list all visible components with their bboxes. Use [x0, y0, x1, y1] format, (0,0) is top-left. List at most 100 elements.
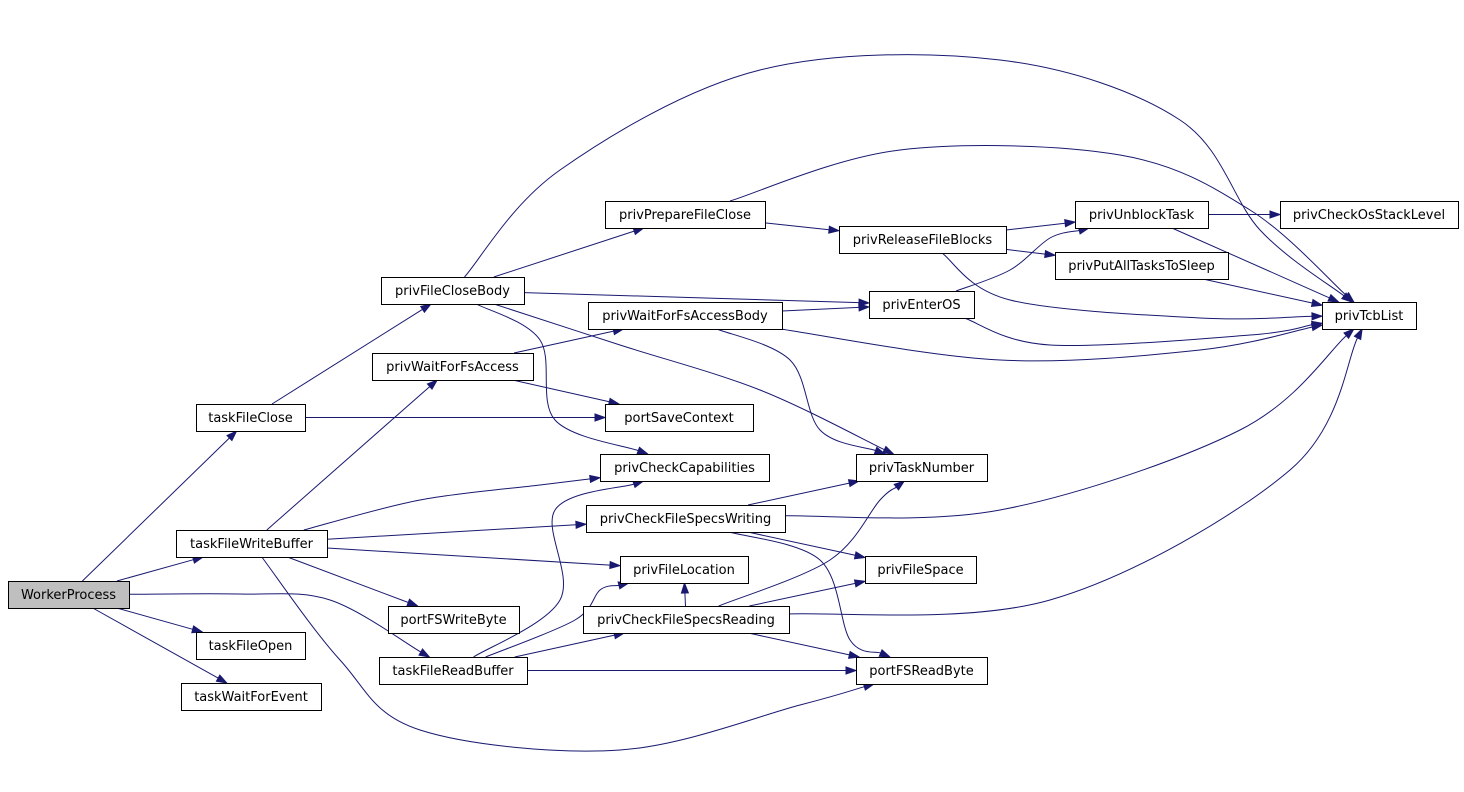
node-label: privUnblockTask — [1089, 208, 1195, 223]
edge-line — [464, 54, 1345, 297]
edge-privReleaseFileBlocks-to-privUnblockTask — [1005, 219, 1077, 231]
node-privCheckCapabilities[interactable]: privCheckCapabilities — [600, 454, 770, 482]
node-label: privCheckOsStackLevel — [1293, 208, 1445, 223]
edge-arrowhead — [1343, 291, 1355, 304]
node-box — [865, 556, 977, 584]
node-box — [1322, 302, 1417, 330]
node-label: taskFileWriteBuffer — [190, 537, 314, 552]
edge-line — [473, 483, 635, 658]
node-label: privWaitForFsAccess — [386, 360, 519, 375]
edge-arrowhead — [1044, 249, 1057, 259]
node-taskFileWriteBuffer[interactable]: taskFileWriteBuffer — [176, 530, 328, 558]
node-privCheckFileSpecsWriting[interactable]: privCheckFileSpecsWriting — [586, 505, 786, 533]
edge-taskFileReadBuffer-to-privCheckFileSpecsReading — [514, 631, 626, 658]
edge-WorkerProcess-to-taskFileReadBuffer — [128, 593, 431, 658]
node-label: taskFileOpen — [209, 639, 293, 654]
node-taskFileOpen[interactable]: taskFileOpen — [196, 632, 306, 660]
edge-privFileCloseBody-to-privTaskNumber — [493, 303, 895, 455]
node-privEnterOS[interactable]: privEnterOS — [869, 291, 975, 319]
node-privWaitForFsAccessBody[interactable]: privWaitForFsAccessBody — [588, 302, 783, 330]
node-box — [586, 505, 786, 533]
node-box — [839, 226, 1007, 254]
edge-line — [747, 531, 856, 556]
node-label: privEnterOS — [882, 298, 960, 313]
edge-arrowhead — [853, 551, 867, 560]
node-box — [583, 606, 790, 634]
edge-privCheckFileSpecsWriting-to-privTaskNumber — [747, 479, 861, 506]
node-box — [8, 581, 130, 609]
edge-arrowhead — [1343, 327, 1355, 340]
node-box — [176, 530, 328, 558]
node-label: portFSReadByte — [869, 664, 974, 679]
node-portFSReadByte[interactable]: portFSReadByte — [856, 657, 988, 685]
edge-privPrepareFileClose-to-privTcbList — [729, 145, 1355, 304]
node-privPutAllTasksToSleep[interactable]: privPutAllTasksToSleep — [1055, 252, 1229, 280]
edge-arrowhead — [589, 474, 602, 484]
edge-line — [303, 478, 591, 531]
node-WorkerProcess[interactable]: WorkerProcess — [8, 581, 130, 609]
node-box — [388, 606, 520, 634]
node-privReleaseFileBlocks[interactable]: privReleaseFileBlocks — [839, 226, 1007, 254]
node-box — [1075, 201, 1209, 229]
node-taskFileClose[interactable]: taskFileClose — [196, 404, 306, 432]
node-portFSWriteByte[interactable]: portFSWriteByte — [388, 606, 520, 634]
node-box — [588, 302, 783, 330]
edge-arrowhead — [847, 650, 861, 659]
node-privCheckOsStackLevel[interactable]: privCheckOsStackLevel — [1280, 201, 1459, 229]
edge-line — [128, 593, 422, 653]
edge-line — [326, 547, 611, 566]
edge-line — [1005, 222, 1066, 231]
edge-WorkerProcess-to-taskWaitForEvent — [92, 607, 229, 684]
edge-arrowhead — [419, 303, 433, 314]
edge-privCheckFileSpecsWriting-to-privFileSpace — [747, 531, 867, 560]
node-privTcbList[interactable]: privTcbList — [1322, 302, 1417, 330]
edge-privPrepareFileClose-to-privReleaseFileBlocks — [764, 222, 841, 234]
node-privUnblockTask[interactable]: privUnblockTask — [1075, 201, 1209, 229]
edge-line — [955, 230, 1080, 292]
node-privFileSpace[interactable]: privFileSpace — [865, 556, 977, 584]
edge-taskFileWriteBuffer-to-portFSReadByte — [261, 556, 876, 752]
node-box — [181, 683, 322, 711]
node-privFileLocation[interactable]: privFileLocation — [620, 556, 749, 584]
node-privCheckFileSpecsReading[interactable]: privCheckFileSpecsReading — [583, 606, 790, 634]
node-box — [381, 277, 525, 305]
edge-line — [271, 308, 423, 405]
node-box — [196, 404, 306, 432]
edge-taskFileWriteBuffer-to-privFileLocation — [326, 547, 622, 570]
node-label: portSaveContext — [624, 411, 733, 426]
node-privWaitForFsAccess[interactable]: privWaitForFsAccess — [372, 353, 534, 381]
edge-privReleaseFileBlocks-to-privTcbList — [941, 252, 1324, 321]
edge-arrowhead — [1310, 298, 1324, 307]
edge-privCheckFileSpecsReading-to-privTcbList — [788, 327, 1363, 616]
node-box — [620, 556, 749, 584]
edge-line — [716, 328, 876, 451]
edge-arrowhead — [1311, 312, 1324, 321]
edge-line — [780, 326, 1313, 362]
node-privPrepareFileClose[interactable]: privPrepareFileClose — [605, 201, 766, 229]
edge-taskFileReadBuffer-to-privCheckCapabilities — [473, 480, 645, 658]
node-privTaskNumber[interactable]: privTaskNumber — [856, 454, 988, 482]
edge-taskFileReadBuffer-to-portFSReadByte — [527, 666, 858, 675]
node-privFileCloseBody[interactable]: privFileCloseBody — [381, 277, 525, 305]
node-taskWaitForEvent[interactable]: taskWaitForEvent — [181, 683, 322, 711]
edge-line — [514, 634, 615, 658]
edge-WorkerProcess-to-taskFileWriteBuffer — [116, 555, 205, 582]
edge-line — [729, 531, 881, 654]
node-taskFileReadBuffer[interactable]: taskFileReadBuffer — [379, 657, 528, 685]
edge-line — [748, 632, 850, 656]
edge-arrowhead — [609, 560, 622, 570]
edge-line — [1202, 278, 1313, 304]
edge-privUnblockTask-to-privTcbList — [1171, 227, 1340, 303]
edge-arrowhead — [680, 581, 690, 594]
node-portSaveContext[interactable]: portSaveContext — [605, 404, 754, 432]
edge-line — [523, 292, 860, 304]
edge-privPutAllTasksToSleep-to-privTcbList — [1202, 278, 1324, 307]
node-label: privWaitForFsAccessBody — [602, 309, 768, 324]
edge-line — [941, 252, 1313, 320]
edge-line — [326, 524, 577, 540]
edge-arrowhead — [858, 303, 871, 312]
edge-privFileCloseBody-to-privCheckCapabilities — [476, 303, 650, 455]
edge-line — [784, 335, 1347, 519]
edge-arrowhead — [636, 446, 650, 455]
node-box — [856, 657, 988, 685]
